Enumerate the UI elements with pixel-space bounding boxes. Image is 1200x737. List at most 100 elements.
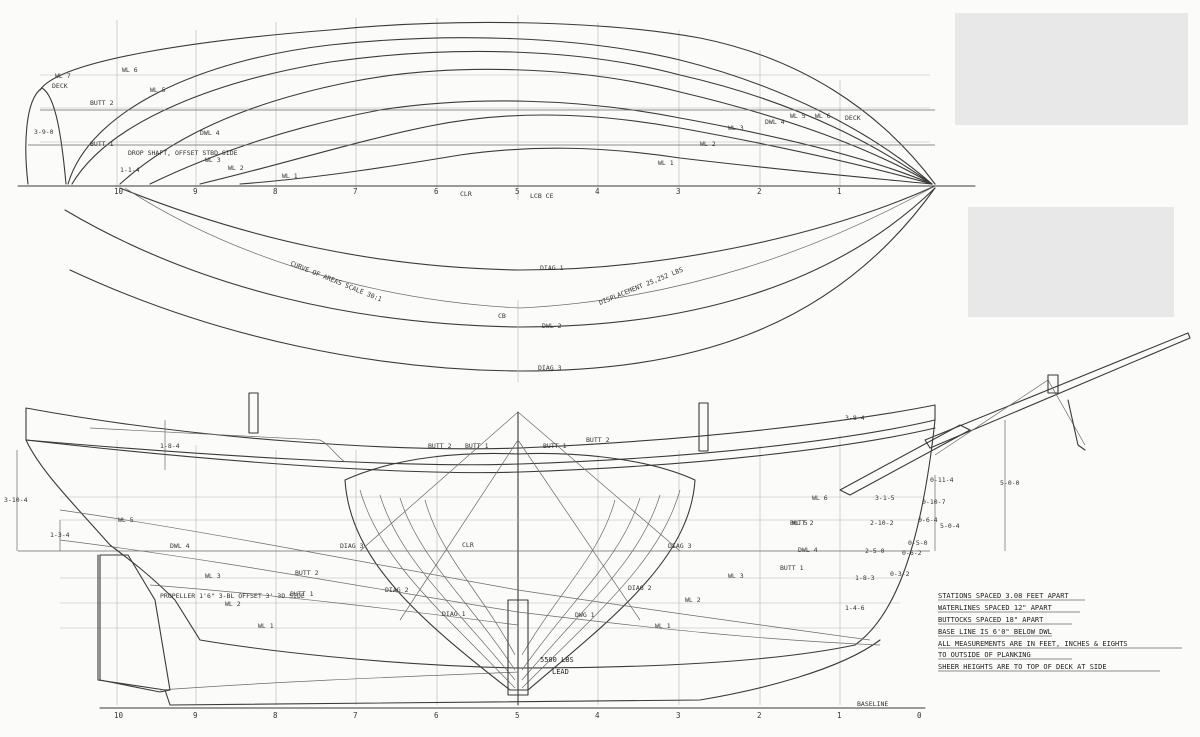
sheer-line	[25, 427, 936, 474]
prof-wl2-fwd: WL 2	[685, 596, 701, 604]
prof-dwg1: DWG 1	[575, 611, 595, 619]
dim-0-3-2: 0-3-2	[890, 570, 910, 578]
prof-wl6: WL 6	[812, 494, 828, 502]
prof-butt1: BUTT 1	[290, 590, 314, 598]
propeller-note: PROPELLER 1'6" 3-BL OFFSET 3'-3D SIDE	[160, 592, 305, 600]
plan-wl-3	[149, 100, 933, 185]
note-sheer: SHEER HEIGHTS ARE TO TOP OF DECK AT SIDE	[938, 663, 1107, 671]
plan-label-butt1: BUTT 1	[90, 140, 114, 148]
plan-label-wl7: WL 7	[55, 72, 71, 80]
plan-label-wl6-fwd: WL 6	[815, 112, 831, 120]
prof-butt2-aft: BUTT 2	[428, 442, 452, 450]
prof-butt2-fwd2: BUTT 2	[790, 519, 814, 527]
plan-label-dwl4: DWL 4	[200, 129, 220, 137]
plan-dwl-4	[119, 68, 933, 185]
prof-diag2-fwd: DIAG 2	[628, 584, 652, 592]
baseline-label: BASELINE	[857, 700, 888, 708]
plan-label-wl5-fwd: WL 5	[790, 112, 806, 120]
trailboard	[839, 424, 971, 496]
bobstay	[934, 379, 1086, 456]
label-dwl2: DWL 2	[542, 322, 562, 330]
dim-freeboard: 1-8-4	[160, 442, 180, 450]
gammon-iron	[1047, 374, 1059, 394]
plan-station-4: 4	[595, 187, 600, 196]
prof-station-4: 4	[595, 711, 600, 720]
note-waterlines: WATERLINES SPACED 12" APART	[938, 604, 1053, 612]
dim-0-10-7: 0-10-7	[922, 498, 946, 506]
plan-label-clr: CLR	[460, 190, 472, 198]
prof-clr: CLR	[462, 541, 474, 549]
prof-diag3-fwd: DIAG 3	[668, 542, 692, 550]
drawing-notes: STATIONS SPACED 3.08 FEET APART WATERLIN…	[938, 592, 1182, 672]
plan-wl-6	[67, 37, 933, 185]
lead-label: LEAD	[552, 668, 569, 676]
diagonals-view: DIAG 1 DWL 2 DIAG 3 CURVE OF AREAS SCALE…	[64, 185, 936, 382]
prof-station-3: 3	[676, 711, 681, 720]
plan-dim-transom: 3-9-0	[34, 128, 54, 136]
profile-wl3	[149, 584, 519, 626]
dim-stern-low: 1-3-4	[50, 531, 70, 539]
keel-inner	[159, 671, 519, 691]
dim-1-4-6: 1-4-6	[845, 604, 865, 612]
dim-wl6: 3-1-5	[875, 494, 895, 502]
plan-station-7: 7	[353, 187, 358, 196]
bowsprit	[924, 332, 1191, 449]
prof-station-1: 1	[837, 711, 842, 720]
prof-butt1-fwd: BUTT 1	[543, 442, 567, 450]
plan-station-10: 10	[114, 187, 124, 196]
prof-wl3-fwd: WL 3	[728, 572, 744, 580]
prof-station-0: 0	[917, 711, 922, 720]
redaction-box-top	[955, 13, 1188, 125]
note-stations: STATIONS SPACED 3.08 FEET APART	[938, 592, 1069, 600]
prof-station-6: 6	[434, 711, 439, 720]
dim-0-6-4: 0-6-4	[918, 516, 938, 524]
note-buttocks: BUTTOCKS SPACED 18" APART	[938, 616, 1044, 624]
dim-bowsprit: 3-8-4	[845, 414, 865, 422]
dim-wl5: 2-10-2	[870, 519, 894, 527]
prof-diag1: DIAG 1	[442, 610, 466, 618]
plan-label-deck-fwd: DECK	[845, 114, 861, 122]
dim-bow-height: 5-0-0	[1000, 479, 1020, 487]
plan-station-1: 1	[837, 187, 842, 196]
prof-butt1-fwd2: BUTT 1	[780, 564, 804, 572]
prof-station-9: 9	[193, 711, 198, 720]
plan-label-lcb: LCB CE	[530, 192, 554, 200]
prof-wl3-aft: WL 3	[205, 572, 221, 580]
plan-deck-line	[39, 21, 936, 185]
diag-1-curve	[119, 185, 936, 271]
prof-diag3-aft: DIAG 3	[340, 542, 364, 550]
label-diag3: DIAG 3	[538, 364, 562, 372]
prof-wl2-aft: WL 2	[225, 600, 241, 608]
label-cb: CB	[498, 312, 506, 320]
dim-stern-height: 3-10-4	[4, 496, 28, 504]
redaction-box-mid	[968, 207, 1174, 317]
plan-label-wl1-fwd: WL 1	[658, 159, 674, 167]
diag-2-curve	[64, 187, 936, 328]
plan-label-butt2: BUTT 2	[90, 99, 114, 107]
plan-wl-2	[199, 114, 933, 185]
plan-wl-5	[71, 50, 933, 185]
plan-station-8: 8	[273, 187, 278, 196]
plan-label-wl3-fwd: WL 3	[728, 124, 744, 132]
plan-label-wl2: WL 2	[228, 164, 244, 172]
half-breadth-plan: WL 7 DECK WL 6 BUTT 2 WL 5 BUTT 1 DWL 4 …	[17, 15, 976, 200]
plan-station-6: 6	[434, 187, 439, 196]
prof-wl1-fwd: WL 1	[655, 622, 671, 630]
fwd-stack	[698, 402, 709, 452]
prof-wl1-aft: WL 1	[258, 622, 274, 630]
profile-dwl4	[59, 539, 881, 646]
plan-station-3: 3	[676, 187, 681, 196]
plan-label-deck: DECK	[52, 82, 68, 90]
profile-wl5	[59, 509, 871, 641]
cabin-trunk	[89, 427, 346, 463]
note-baseline: BASE LINE IS 6'0" BELOW DWL	[938, 628, 1052, 636]
prof-diag2-aft: DIAG 2	[385, 586, 409, 594]
plan-station-9: 9	[193, 187, 198, 196]
plan-station-2: 2	[757, 187, 762, 196]
label-curve-of-areas: CURVE OF AREAS SCALE 30:1	[289, 259, 383, 303]
keel-line	[97, 554, 881, 706]
label-displacement: DISPLACEMENT 25,252 LBS	[598, 266, 685, 307]
prof-wl5-fwd: WL 5	[792, 519, 808, 527]
